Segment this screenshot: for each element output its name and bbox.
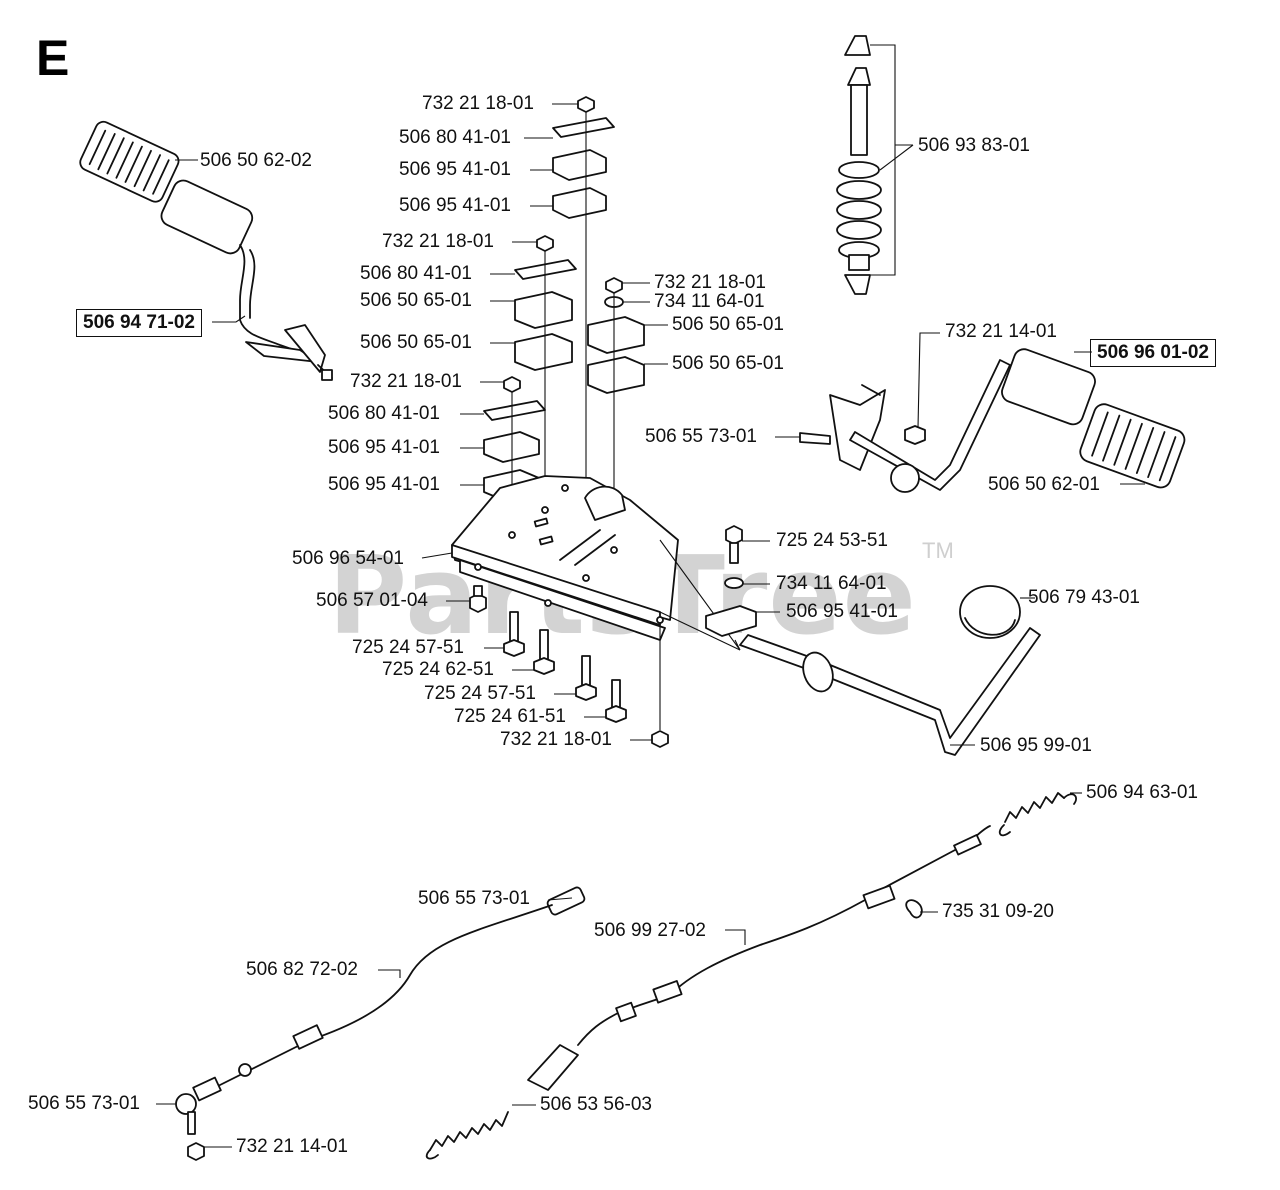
callout-pedal-assembly-left[interactable]: 506 94 71-02 xyxy=(76,309,202,337)
right-pedal-cover xyxy=(1001,348,1096,426)
left-pedal-arm xyxy=(239,244,301,353)
callout-bushing-d2[interactable]: 506 95 41-01 xyxy=(328,474,440,495)
callout-pedal-pad-left[interactable]: 506 50 62-02 xyxy=(200,150,312,171)
callout-bolt-4[interactable]: 725 24 61-51 xyxy=(454,706,566,727)
callout-bushing-b1[interactable]: 506 50 65-01 xyxy=(360,290,472,311)
callout-nut-right-pedal[interactable]: 732 21 14-01 xyxy=(945,321,1057,342)
callout-pedal-pad-right[interactable]: 506 50 62-01 xyxy=(988,474,1100,495)
callout-bushing-c2[interactable]: 506 50 65-01 xyxy=(672,353,784,374)
callout-bushing-a2[interactable]: 506 95 41-01 xyxy=(399,195,511,216)
callout-bolt-1[interactable]: 725 24 57-51 xyxy=(352,637,464,658)
callout-spring-top[interactable]: 506 94 63-01 xyxy=(1086,782,1198,803)
callout-bushing-d1[interactable]: 506 95 41-01 xyxy=(328,437,440,458)
callout-nut-c[interactable]: 732 21 18-01 xyxy=(654,272,766,293)
callout-clevis-right-pedal[interactable]: 506 55 73-01 xyxy=(645,426,757,447)
callout-knob[interactable]: 506 79 43-01 xyxy=(1028,587,1140,608)
callout-clevis-cable-bottom[interactable]: 506 55 73-01 xyxy=(28,1093,140,1114)
callout-bushing-a1[interactable]: 506 95 41-01 xyxy=(399,159,511,180)
callout-nut-d[interactable]: 732 21 18-01 xyxy=(350,371,462,392)
shift-rod-drawing xyxy=(739,585,1041,756)
watermark-trademark: TM xyxy=(922,538,954,563)
callout-bushing-c1[interactable]: 506 50 65-01 xyxy=(672,314,784,335)
left-pedal-cover xyxy=(160,179,254,255)
callout-bushing-b2[interactable]: 506 50 65-01 xyxy=(360,332,472,353)
spring-bottom-drawing xyxy=(429,1111,509,1151)
knob-drawing xyxy=(959,585,1021,639)
right-pedal-drawing xyxy=(799,348,1186,493)
callout-plate-a[interactable]: 506 80 41-01 xyxy=(399,127,511,148)
middle-left-stack xyxy=(514,235,577,510)
leader-lines xyxy=(156,44,1145,1148)
callout-washer-right[interactable]: 734 11 64-01 xyxy=(776,573,887,594)
callout-cable-left[interactable]: 506 82 72-02 xyxy=(246,959,358,980)
callout-damper[interactable]: 506 93 83-01 xyxy=(918,135,1030,156)
section-letter: E xyxy=(36,30,70,86)
bolts-drawing xyxy=(469,585,669,748)
callout-bolt-3[interactable]: 725 24 57-51 xyxy=(424,683,536,704)
upper-stack xyxy=(552,96,615,578)
right-pedal-pad xyxy=(1079,403,1186,489)
callout-plate-b[interactable]: 506 80 41-01 xyxy=(360,263,472,284)
right-hardware-drawing xyxy=(705,525,757,637)
callout-nut-a[interactable]: 732 21 18-01 xyxy=(422,93,534,114)
callout-bolt-right[interactable]: 725 24 53-51 xyxy=(776,530,888,551)
left-pedal-drawing xyxy=(79,120,333,381)
callout-nut-cable-bottom[interactable]: 732 21 14-01 xyxy=(236,1136,348,1157)
callout-nut-bottom[interactable]: 732 21 18-01 xyxy=(500,729,612,750)
left-pedal-pad xyxy=(79,120,180,203)
spring-top-drawing xyxy=(1004,792,1065,823)
mount-plate-drawing xyxy=(451,475,741,651)
callout-pedal-assembly-right[interactable]: 506 96 01-02 xyxy=(1090,339,1216,367)
callout-plate-d[interactable]: 506 80 41-01 xyxy=(328,403,440,424)
callout-bushing-right[interactable]: 506 95 41-01 xyxy=(786,601,898,622)
cables-drawing xyxy=(175,792,1077,1161)
callout-nut-b[interactable]: 732 21 18-01 xyxy=(382,231,494,252)
callout-shift-rod[interactable]: 506 95 99-01 xyxy=(980,735,1092,756)
callout-clevis-cable-top[interactable]: 506 55 73-01 xyxy=(418,888,530,909)
damper-drawing xyxy=(836,35,882,295)
callout-spring-bottom[interactable]: 506 53 56-03 xyxy=(540,1094,652,1115)
callout-screw-small[interactable]: 506 57 01-04 xyxy=(316,590,428,611)
callout-mount-plate[interactable]: 506 96 54-01 xyxy=(292,548,404,569)
callout-washer-c[interactable]: 734 11 64-01 xyxy=(654,291,765,312)
callout-cable-right[interactable]: 506 99 27-02 xyxy=(594,920,706,941)
callout-bolt-2[interactable]: 725 24 62-51 xyxy=(382,659,494,680)
callout-clip[interactable]: 735 31 09-20 xyxy=(942,901,1054,922)
